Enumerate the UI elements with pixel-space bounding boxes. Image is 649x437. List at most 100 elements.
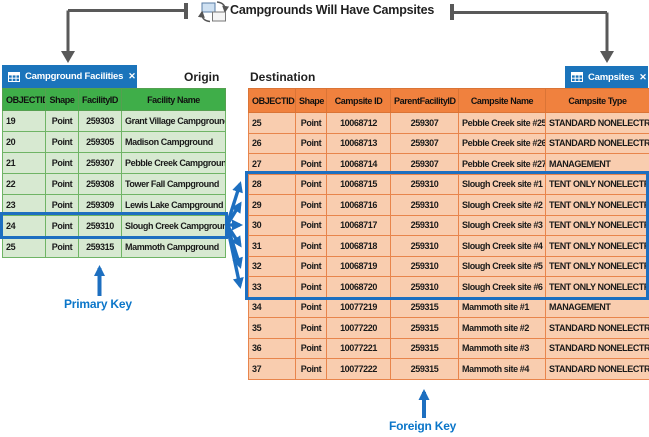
table-cell[interactable]: 19 [2, 110, 46, 132]
table-cell[interactable]: Point [45, 215, 79, 237]
table-cell[interactable]: Point [295, 235, 327, 257]
table-cell[interactable]: 259308 [78, 173, 122, 195]
table-cell[interactable]: 20 [2, 131, 46, 153]
table-cell[interactable]: 259315 [390, 337, 459, 359]
table-cell[interactable]: 259305 [78, 131, 122, 153]
table-cell[interactable]: Point [295, 112, 327, 134]
table-cell[interactable]: Slough Creek site #4 [458, 235, 546, 257]
table-cell[interactable]: Point [295, 337, 327, 359]
table-cell[interactable]: TENT ONLY NONELECTRIC [545, 214, 649, 236]
table-cell[interactable]: Mammoth site #3 [458, 337, 546, 359]
column-header[interactable]: Shape [45, 88, 79, 111]
table-cell[interactable]: Mammoth site #2 [458, 317, 546, 339]
table-cell[interactable]: 10068716 [326, 194, 391, 216]
table-cell[interactable]: 259315 [390, 296, 459, 318]
table-cell[interactable]: 29 [248, 194, 296, 216]
column-header[interactable]: Campsite Type [545, 88, 649, 113]
table-cell[interactable]: Pebble Creek site #26 [458, 132, 546, 154]
table-cell[interactable]: 32 [248, 255, 296, 277]
table-cell[interactable]: 34 [248, 296, 296, 318]
close-icon[interactable]: ✕ [639, 71, 647, 82]
table-cell[interactable]: 22 [2, 173, 46, 195]
table-cell[interactable]: 28 [248, 173, 296, 195]
table-cell[interactable]: Point [45, 110, 79, 132]
column-header[interactable]: Campsite ID [326, 88, 391, 113]
table-cell[interactable]: 259307 [390, 112, 459, 134]
table-cell[interactable]: 10068719 [326, 255, 391, 277]
table-cell[interactable]: 10068712 [326, 112, 391, 134]
table-cell[interactable]: TENT ONLY NONELECTRIC [545, 194, 649, 216]
table-cell[interactable]: 10077219 [326, 296, 391, 318]
table-cell[interactable]: STANDARD NONELECTRIC [545, 337, 649, 359]
table-cell[interactable]: 10077221 [326, 337, 391, 359]
table-cell[interactable]: Tower Fall Campground [121, 173, 226, 195]
table-cell[interactable]: Point [45, 131, 79, 153]
table-cell[interactable]: Slough Creek site #3 [458, 214, 546, 236]
table-cell[interactable]: STANDARD NONELECTRIC [545, 112, 649, 134]
table-cell[interactable]: 23 [2, 194, 46, 216]
table-cell[interactable]: MANAGEMENT [545, 153, 649, 175]
table-cell[interactable]: 259315 [78, 236, 122, 258]
table-cell[interactable]: 30 [248, 214, 296, 236]
table-cell[interactable]: 259310 [390, 173, 459, 195]
table-cell[interactable]: 259310 [390, 276, 459, 298]
table-cell[interactable]: 259315 [390, 358, 459, 380]
table-cell[interactable]: Point [295, 358, 327, 380]
table-cell[interactable]: 10068718 [326, 235, 391, 257]
table-cell[interactable]: Slough Creek site #5 [458, 255, 546, 277]
table-cell[interactable]: 10068715 [326, 173, 391, 195]
table-cell[interactable]: STANDARD NONELECTRIC [545, 132, 649, 154]
table-cell[interactable]: 26 [248, 132, 296, 154]
table-cell[interactable]: Point [295, 276, 327, 298]
table-cell[interactable]: Pebble Creek site #27 [458, 153, 546, 175]
table-cell[interactable]: 36 [248, 337, 296, 359]
table-cell[interactable]: Mammoth site #1 [458, 296, 546, 318]
table-cell[interactable]: 259310 [390, 255, 459, 277]
table-cell[interactable]: 259303 [78, 110, 122, 132]
table-cell[interactable]: Point [295, 173, 327, 195]
table-cell[interactable]: 10068714 [326, 153, 391, 175]
table-cell[interactable]: 10077222 [326, 358, 391, 380]
table-cell[interactable]: Slough Creek site #1 [458, 173, 546, 195]
table-cell[interactable]: Point [45, 194, 79, 216]
table-cell[interactable]: 35 [248, 317, 296, 339]
table-cell[interactable]: Point [295, 214, 327, 236]
table-cell[interactable]: Point [295, 255, 327, 277]
table-cell[interactable]: Slough Creek site #6 [458, 276, 546, 298]
table-cell[interactable]: 25 [248, 112, 296, 134]
table-cell[interactable]: Pebble Creek site #25 [458, 112, 546, 134]
table-cell[interactable]: Point [45, 236, 79, 258]
table-cell[interactable]: Mammoth site #4 [458, 358, 546, 380]
column-header[interactable]: Facility Name [121, 88, 226, 111]
column-header[interactable]: OBJECTID [2, 88, 46, 111]
table-cell[interactable]: 10068717 [326, 214, 391, 236]
table-cell[interactable]: 259315 [390, 317, 459, 339]
table-cell[interactable]: TENT ONLY NONELECTRIC [545, 235, 649, 257]
tab-campground-facilities[interactable]: Campground Facilities ✕ [2, 65, 137, 88]
table-cell[interactable]: TENT ONLY NONELECTRIC [545, 255, 649, 277]
table-cell[interactable]: Point [295, 296, 327, 318]
table-cell[interactable]: STANDARD NONELECTRIC [545, 358, 649, 380]
tab-campsites[interactable]: Campsites ✕ [565, 66, 648, 88]
table-cell[interactable]: Mammoth Campground [121, 236, 226, 258]
table-cell[interactable]: 31 [248, 235, 296, 257]
table-cell[interactable]: 259309 [78, 194, 122, 216]
table-cell[interactable]: Slough Creek Campground [121, 215, 226, 237]
table-cell[interactable]: 21 [2, 152, 46, 174]
table-cell[interactable]: TENT ONLY NONELECTRIC [545, 173, 649, 195]
table-cell[interactable]: Point [45, 152, 79, 174]
table-cell[interactable]: 33 [248, 276, 296, 298]
table-cell[interactable]: STANDARD NONELECTRIC [545, 317, 649, 339]
table-cell[interactable]: 27 [248, 153, 296, 175]
